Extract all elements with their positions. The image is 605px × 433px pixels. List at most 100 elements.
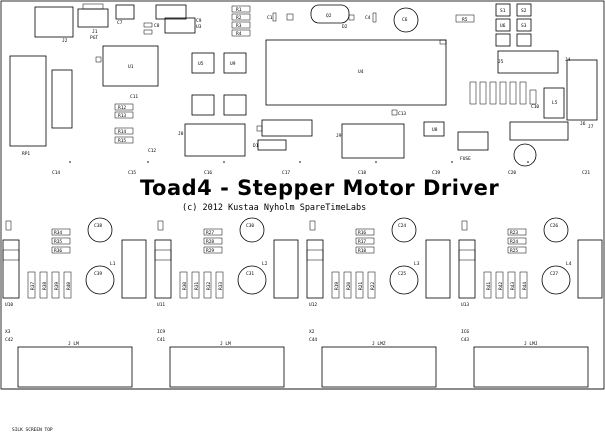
s1-switch	[495, 3, 511, 17]
res-label-1-1: R28	[206, 239, 214, 245]
inductor-1	[273, 239, 299, 299]
svg-text:R13: R13	[118, 113, 126, 119]
sense-res-1-1	[191, 271, 200, 299]
svg-text:J8: J8	[178, 131, 184, 137]
svg-text:C12: C12	[148, 148, 156, 154]
svg-text:U5: U5	[198, 61, 204, 67]
svg-text:U8: U8	[432, 127, 438, 133]
small-cap-0	[5, 220, 12, 231]
pgt-label: PGT	[90, 35, 98, 41]
u3-footprint	[155, 4, 187, 20]
sense-res-label-3-1: R42	[498, 282, 504, 290]
elcap-bottom-label-2: C25	[398, 271, 406, 277]
inductor-2	[425, 239, 451, 299]
xlabel-3: IC6	[461, 329, 469, 335]
driver-ic-label-3: U13	[461, 302, 469, 308]
res-label-3-1: R24	[510, 239, 518, 245]
board-subtitle: (c) 2012 Kustaa Nyholm SpareTimeLabs	[182, 203, 366, 213]
rp1-bank: C10	[469, 81, 539, 110]
sense-res-label-3-3: R44	[522, 282, 528, 290]
res-1-2	[203, 246, 223, 254]
res-label-1-2: R29	[206, 248, 214, 254]
inductor-label-0: L1	[110, 261, 116, 267]
r1-r4-stack: R1 R2 R3 R4	[231, 5, 251, 37]
svg-text:R3: R3	[236, 23, 242, 29]
inductor-label-1: L2	[262, 261, 268, 267]
u4-mcu	[265, 39, 447, 106]
svg-text:J7: J7	[588, 124, 594, 130]
elcap-bottom-2	[389, 265, 419, 295]
sense-res-label-2-1: R20	[346, 282, 352, 290]
svg-text:C16: C16	[204, 170, 212, 176]
j6-label: J6	[580, 121, 586, 127]
driver-ic-0	[2, 239, 20, 299]
c9-label: C9	[196, 18, 202, 24]
svg-text:R12: R12	[118, 105, 126, 111]
elcap-bottom-1	[237, 265, 267, 295]
driver-ic-tab-1	[154, 249, 172, 261]
svg-text:C14: C14	[52, 170, 60, 176]
elcap-bottom-label-0: C39	[94, 271, 102, 277]
res-label-2-2: R18	[358, 248, 366, 254]
c6-label: C6	[402, 17, 408, 23]
motor-connector-label-0: J LM	[68, 341, 79, 347]
res-0-0	[51, 228, 71, 236]
elcap-top-1	[239, 217, 265, 243]
svg-text:R1: R1	[236, 7, 242, 13]
motor-connector-0	[17, 346, 133, 388]
res-1-0	[203, 228, 223, 236]
svg-text:R15: R15	[118, 138, 126, 144]
res-label-0-1: R35	[54, 239, 62, 245]
svg-text:R2: R2	[236, 15, 242, 21]
sense-res-label-0-1: R38	[42, 282, 48, 290]
sense-res-label-1-1: R31	[194, 282, 200, 290]
svg-text:C20: C20	[508, 170, 516, 176]
sense-res-label-2-0: R19	[334, 282, 340, 290]
xlabel-0: X3	[5, 329, 11, 335]
motor-connector-3	[473, 346, 589, 388]
u4-label: U4	[358, 69, 364, 75]
d2-label: D2	[342, 24, 348, 30]
small-cap-2	[309, 220, 316, 231]
svg-text:C15: C15	[128, 170, 136, 176]
q2-crystal	[310, 4, 350, 24]
u1-footprint	[102, 45, 159, 87]
sense-res-label-0-0: R37	[30, 282, 36, 290]
sense-res-label-1-0: R30	[182, 282, 188, 290]
c4-label: C4	[365, 15, 371, 21]
inductor-label-2: L3	[414, 261, 420, 267]
res-3-1	[507, 237, 527, 245]
sense-res-0-0	[27, 271, 36, 299]
xlabel-2: X2	[309, 329, 315, 335]
sense-res-label-3-2: R43	[510, 282, 516, 290]
j2-label: J2	[62, 38, 68, 44]
inductor-3	[577, 239, 603, 299]
svg-text:S1: S1	[500, 8, 506, 14]
elcap-bottom-label-1: C31	[246, 271, 254, 277]
res-2-1	[355, 237, 375, 245]
res-label-3-0: R23	[510, 230, 518, 236]
inductor-0	[121, 239, 147, 299]
res-label-3-2: R25	[510, 248, 518, 254]
sense-res-label-1-3: R33	[218, 282, 224, 290]
res-2-2	[355, 246, 375, 254]
driver-ic-tab-2	[306, 249, 324, 261]
sense-res-0-2	[51, 271, 60, 299]
c1-label: C1	[267, 15, 273, 21]
driver-ic-label-1: U11	[157, 302, 165, 308]
u6-footprint	[495, 18, 511, 32]
driver-ic-label-0: U10	[5, 302, 13, 308]
c8-label: C8	[154, 23, 160, 29]
res-label-0-2: R36	[54, 248, 62, 254]
svg-text:C17: C17	[282, 170, 290, 176]
elcap-top-2	[391, 217, 417, 243]
top-section: J2 J1 PGT C7 U3 C8 C9 R1 R2 R3 R4	[9, 3, 598, 176]
svg-text:U6: U6	[500, 23, 506, 29]
res-0-2	[51, 246, 71, 254]
res-3-2	[507, 246, 527, 254]
sense-res-2-3	[367, 271, 376, 299]
sense-res-2-0	[331, 271, 340, 299]
svg-text:U9: U9	[230, 61, 236, 67]
j6-header	[566, 59, 598, 121]
